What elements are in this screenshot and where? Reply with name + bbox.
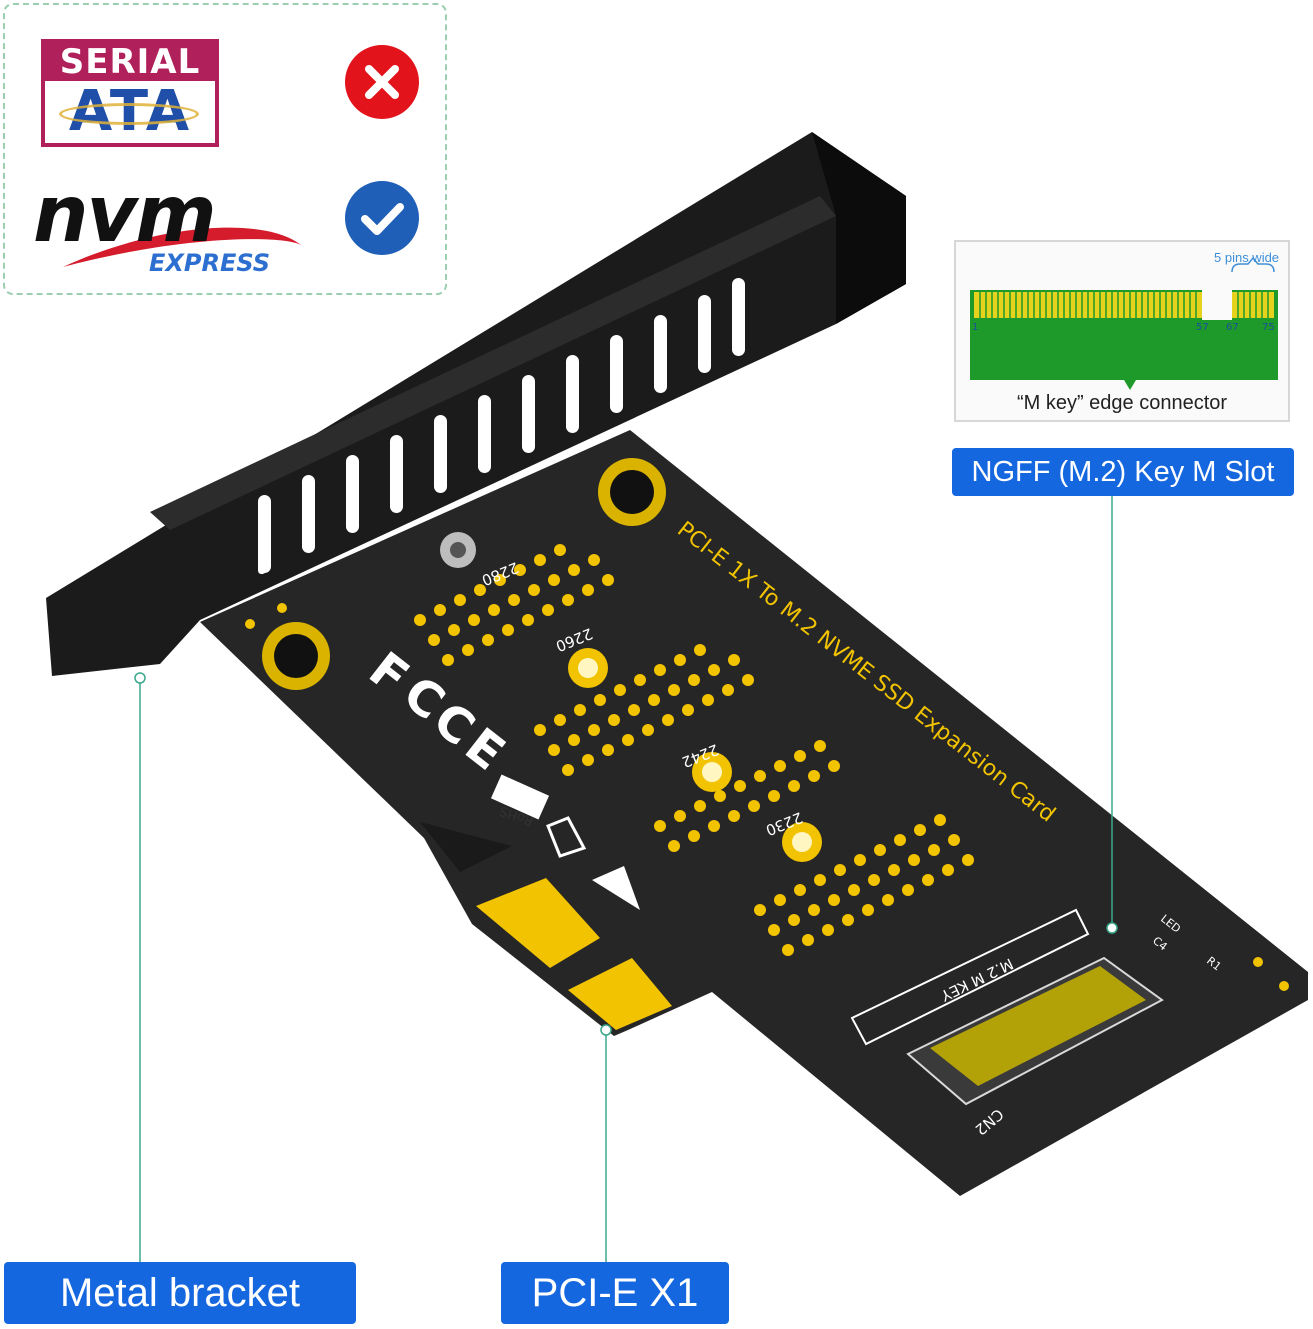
rohs-badge <box>490 774 550 820</box>
sata-ring <box>59 103 199 125</box>
nvm-logo-sub: EXPRESS <box>149 249 271 277</box>
pad-grid <box>245 544 1289 991</box>
serial-ata-logo: SERIAL ATA <box>41 39 219 147</box>
pin-number-57: 57 <box>1196 322 1209 333</box>
check-circle-icon <box>345 181 419 255</box>
nvm-express-logo: nvm EXPRESS <box>33 175 313 285</box>
pin-number-67: 67 <box>1226 322 1239 333</box>
m-key-connector-illustration: 1 57 67 75 <box>970 256 1278 390</box>
pin-number-75: 75 <box>1262 322 1275 333</box>
pcie-gold-fingers-a <box>476 878 600 968</box>
metal-bracket <box>46 132 906 676</box>
pins-wide-label: 5 pins wide <box>1214 250 1280 265</box>
bracket-vents <box>258 278 745 573</box>
esd-warning-icon <box>592 866 640 910</box>
x-circle-icon <box>345 45 419 119</box>
m2-slot[interactable] <box>850 908 1164 1106</box>
ngff-slot-callout: NGFF (M.2) Key M Slot <box>952 448 1294 496</box>
pcb-board: PCI-E 1X To M.2 NVME SSD Expansion Card … <box>200 430 1308 1196</box>
pcie-x1-callout: PCI-E X1 <box>501 1262 729 1324</box>
metal-bracket-callout: Metal bracket <box>4 1262 356 1324</box>
compatibility-panel: SERIAL ATA nvm EXPRESS <box>3 3 447 295</box>
pcie-gold-fingers-b <box>568 958 672 1030</box>
m-key-connector-diagram: 1 57 67 75 5 pins wide “M key” edge conn… <box>954 240 1290 422</box>
m-key-caption: “M key” edge connector <box>1016 392 1228 414</box>
sata-logo-top: SERIAL <box>45 43 215 81</box>
nvm-logo-word: nvm <box>33 170 217 260</box>
sata-logo-bottom: ATA <box>45 81 215 143</box>
callout-lines <box>134 496 1118 1262</box>
pin-number-1: 1 <box>972 322 978 333</box>
weee-icon <box>546 816 587 858</box>
